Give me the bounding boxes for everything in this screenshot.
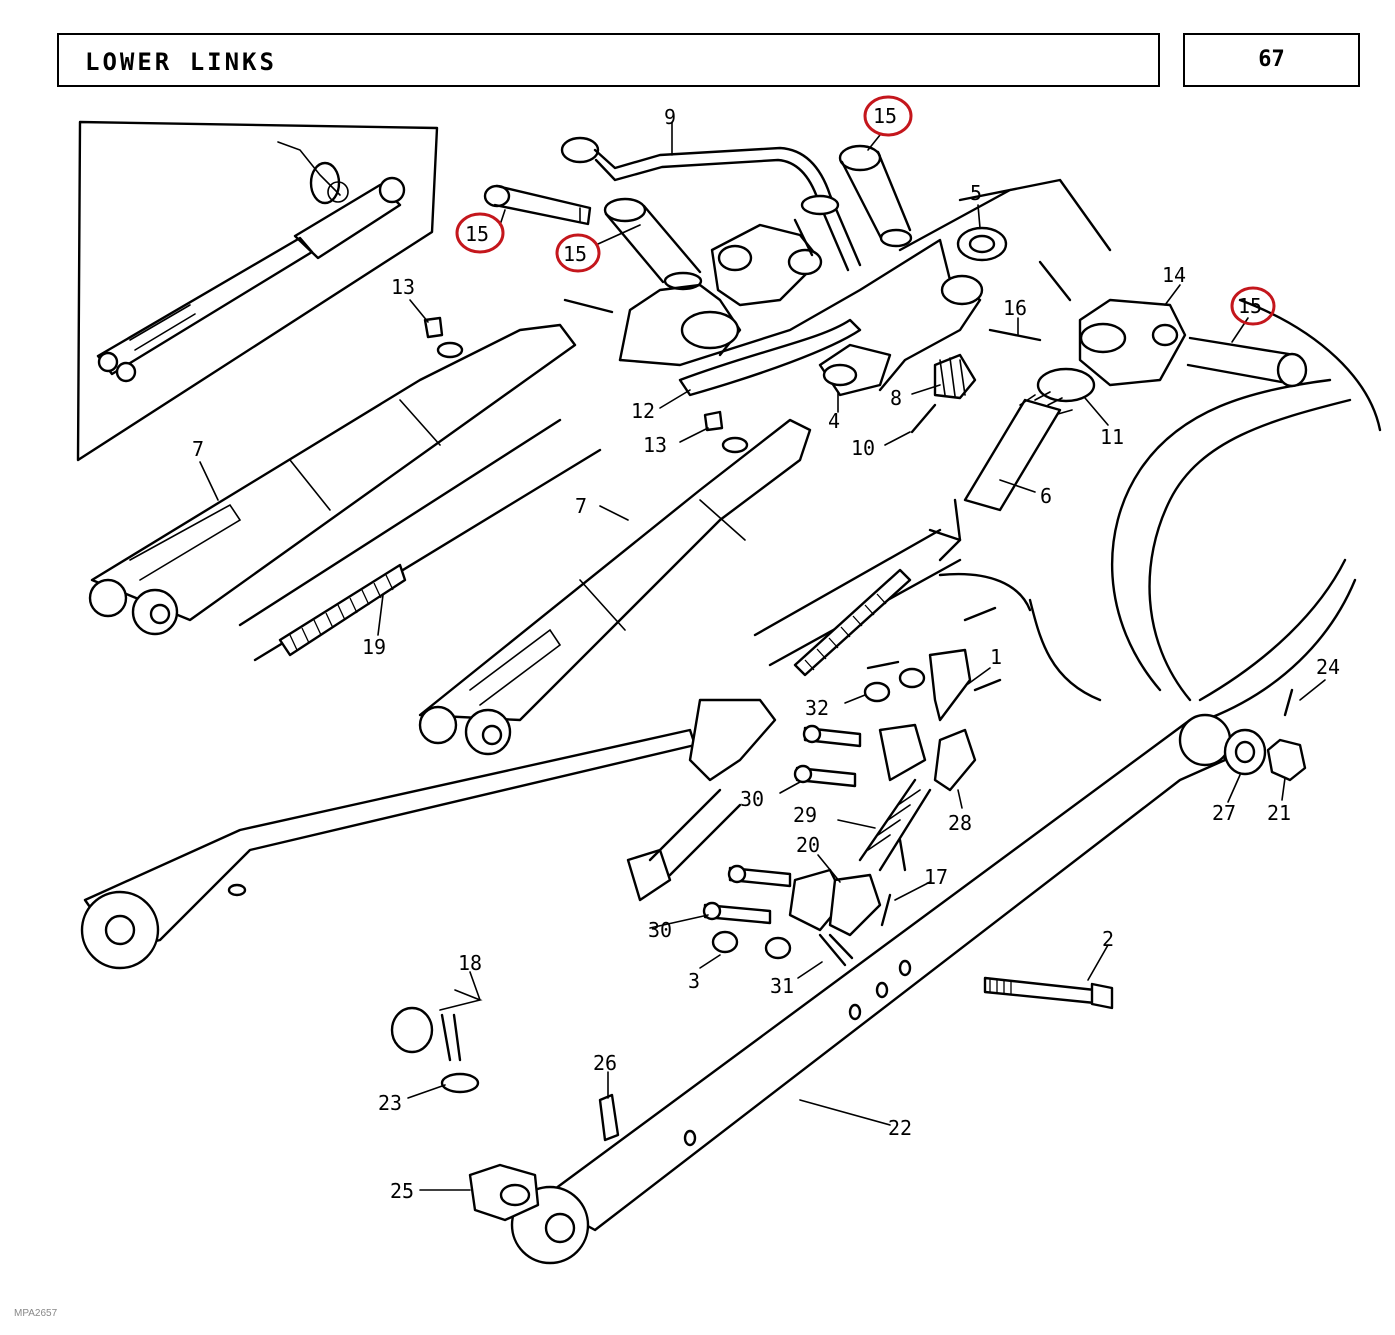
callout-30: 30 xyxy=(740,787,764,811)
grease-13-top xyxy=(423,316,464,359)
pin-15-top xyxy=(838,144,913,248)
pin-15-left xyxy=(483,184,592,226)
pin-15-mid xyxy=(603,197,703,291)
callout-27: 27 xyxy=(1212,801,1236,825)
pin-17b xyxy=(898,838,907,872)
check-chain-29 xyxy=(858,723,932,872)
linch-pin-26 xyxy=(598,1093,620,1142)
pin-10 xyxy=(910,403,937,434)
callout-25: 25 xyxy=(390,1179,414,1203)
gear-8 xyxy=(933,353,977,400)
callout-9: 9 xyxy=(664,105,676,129)
callout-22: 22 xyxy=(888,1116,912,1140)
callout-7: 7 xyxy=(192,437,204,461)
page-title: LOWER LINKS xyxy=(85,48,277,76)
callout-8: 8 xyxy=(890,386,902,410)
callout-19: 19 xyxy=(362,635,386,659)
pin-17 xyxy=(880,893,892,927)
callout-4: 4 xyxy=(828,409,840,433)
nut-3 xyxy=(711,930,792,960)
tractor-rear-outline xyxy=(938,298,1382,720)
callout-26: 26 xyxy=(593,1051,617,1075)
highlight-circles xyxy=(455,95,1276,326)
lift-rod-7-left xyxy=(88,323,577,636)
part-1 xyxy=(928,606,1002,722)
pins-small xyxy=(563,218,1072,342)
threaded-rod-center xyxy=(753,528,962,677)
clip-18 xyxy=(390,1006,462,1062)
lower-arm-22 xyxy=(510,713,1232,1265)
callout-20: 20 xyxy=(796,833,820,857)
bracket-20 xyxy=(788,868,882,967)
collar-32 xyxy=(863,660,926,703)
callout-labels: 9 15 15 15 15 5 14 13 16 12 4 8 13 10 11… xyxy=(192,104,1340,1203)
callout-7: 7 xyxy=(575,494,587,518)
callout-15: 15 xyxy=(563,242,587,266)
washer-27 xyxy=(1223,728,1267,776)
callout-14: 14 xyxy=(1162,263,1186,287)
callout-24: 24 xyxy=(1316,655,1340,679)
cotter-24 xyxy=(1283,688,1294,717)
callout-28: 28 xyxy=(948,811,972,835)
callout-21: 21 xyxy=(1267,801,1291,825)
lower-arm-left xyxy=(80,728,697,970)
pin-30-top xyxy=(793,724,862,788)
crossshaft-housing xyxy=(618,178,1112,397)
page-number-box: 67 xyxy=(1183,33,1360,87)
threaded-rod-19 xyxy=(238,418,602,662)
page-number: 67 xyxy=(1258,47,1285,72)
title-box: LOWER LINKS xyxy=(57,33,1160,87)
callout-23: 23 xyxy=(378,1091,402,1115)
grease-13-mid xyxy=(703,410,749,454)
callout-15: 15 xyxy=(1238,294,1262,318)
callout-1: 1 xyxy=(990,645,1002,669)
callout-16: 16 xyxy=(1003,296,1027,320)
washer-5 xyxy=(956,226,1008,262)
callout-6: 6 xyxy=(1040,484,1052,508)
lift-rod-7-right xyxy=(418,418,812,756)
check-chain-left xyxy=(626,698,777,902)
shaft-6 xyxy=(928,391,1073,562)
callout-15: 15 xyxy=(873,104,897,128)
callout-18: 18 xyxy=(458,951,482,975)
callout-15: 15 xyxy=(465,222,489,246)
bolt-2 xyxy=(983,976,1114,1010)
pin-15-right xyxy=(1186,336,1308,388)
callout-2: 2 xyxy=(1102,927,1114,951)
callout-12: 12 xyxy=(631,399,655,423)
callout-17: 17 xyxy=(924,865,948,889)
nut-21 xyxy=(1266,738,1307,782)
leader-lines xyxy=(199,121,1326,1191)
callout-3: 3 xyxy=(688,969,700,993)
callout-11: 11 xyxy=(1100,425,1124,449)
callout-10: 10 xyxy=(851,436,875,460)
ring-23 xyxy=(440,1072,480,1094)
bracket-14 xyxy=(1078,298,1187,387)
pin-30-bottom xyxy=(702,864,792,925)
callout-5: 5 xyxy=(970,181,982,205)
bracket-block xyxy=(710,223,823,307)
ball-25 xyxy=(468,1163,540,1222)
ring-11 xyxy=(1036,367,1096,403)
callout-32: 32 xyxy=(805,696,829,720)
callout-29: 29 xyxy=(793,803,817,827)
bracket-28 xyxy=(933,728,977,792)
bushing-4 xyxy=(818,343,892,397)
callout-31: 31 xyxy=(770,974,794,998)
callout-30: 30 xyxy=(648,918,672,942)
lift-arm-9 xyxy=(560,136,862,272)
drawing-code: MPA2657 xyxy=(14,1308,58,1319)
callout-13: 13 xyxy=(643,433,667,457)
inset-illustration xyxy=(76,120,439,462)
callout-13: 13 xyxy=(391,275,415,299)
